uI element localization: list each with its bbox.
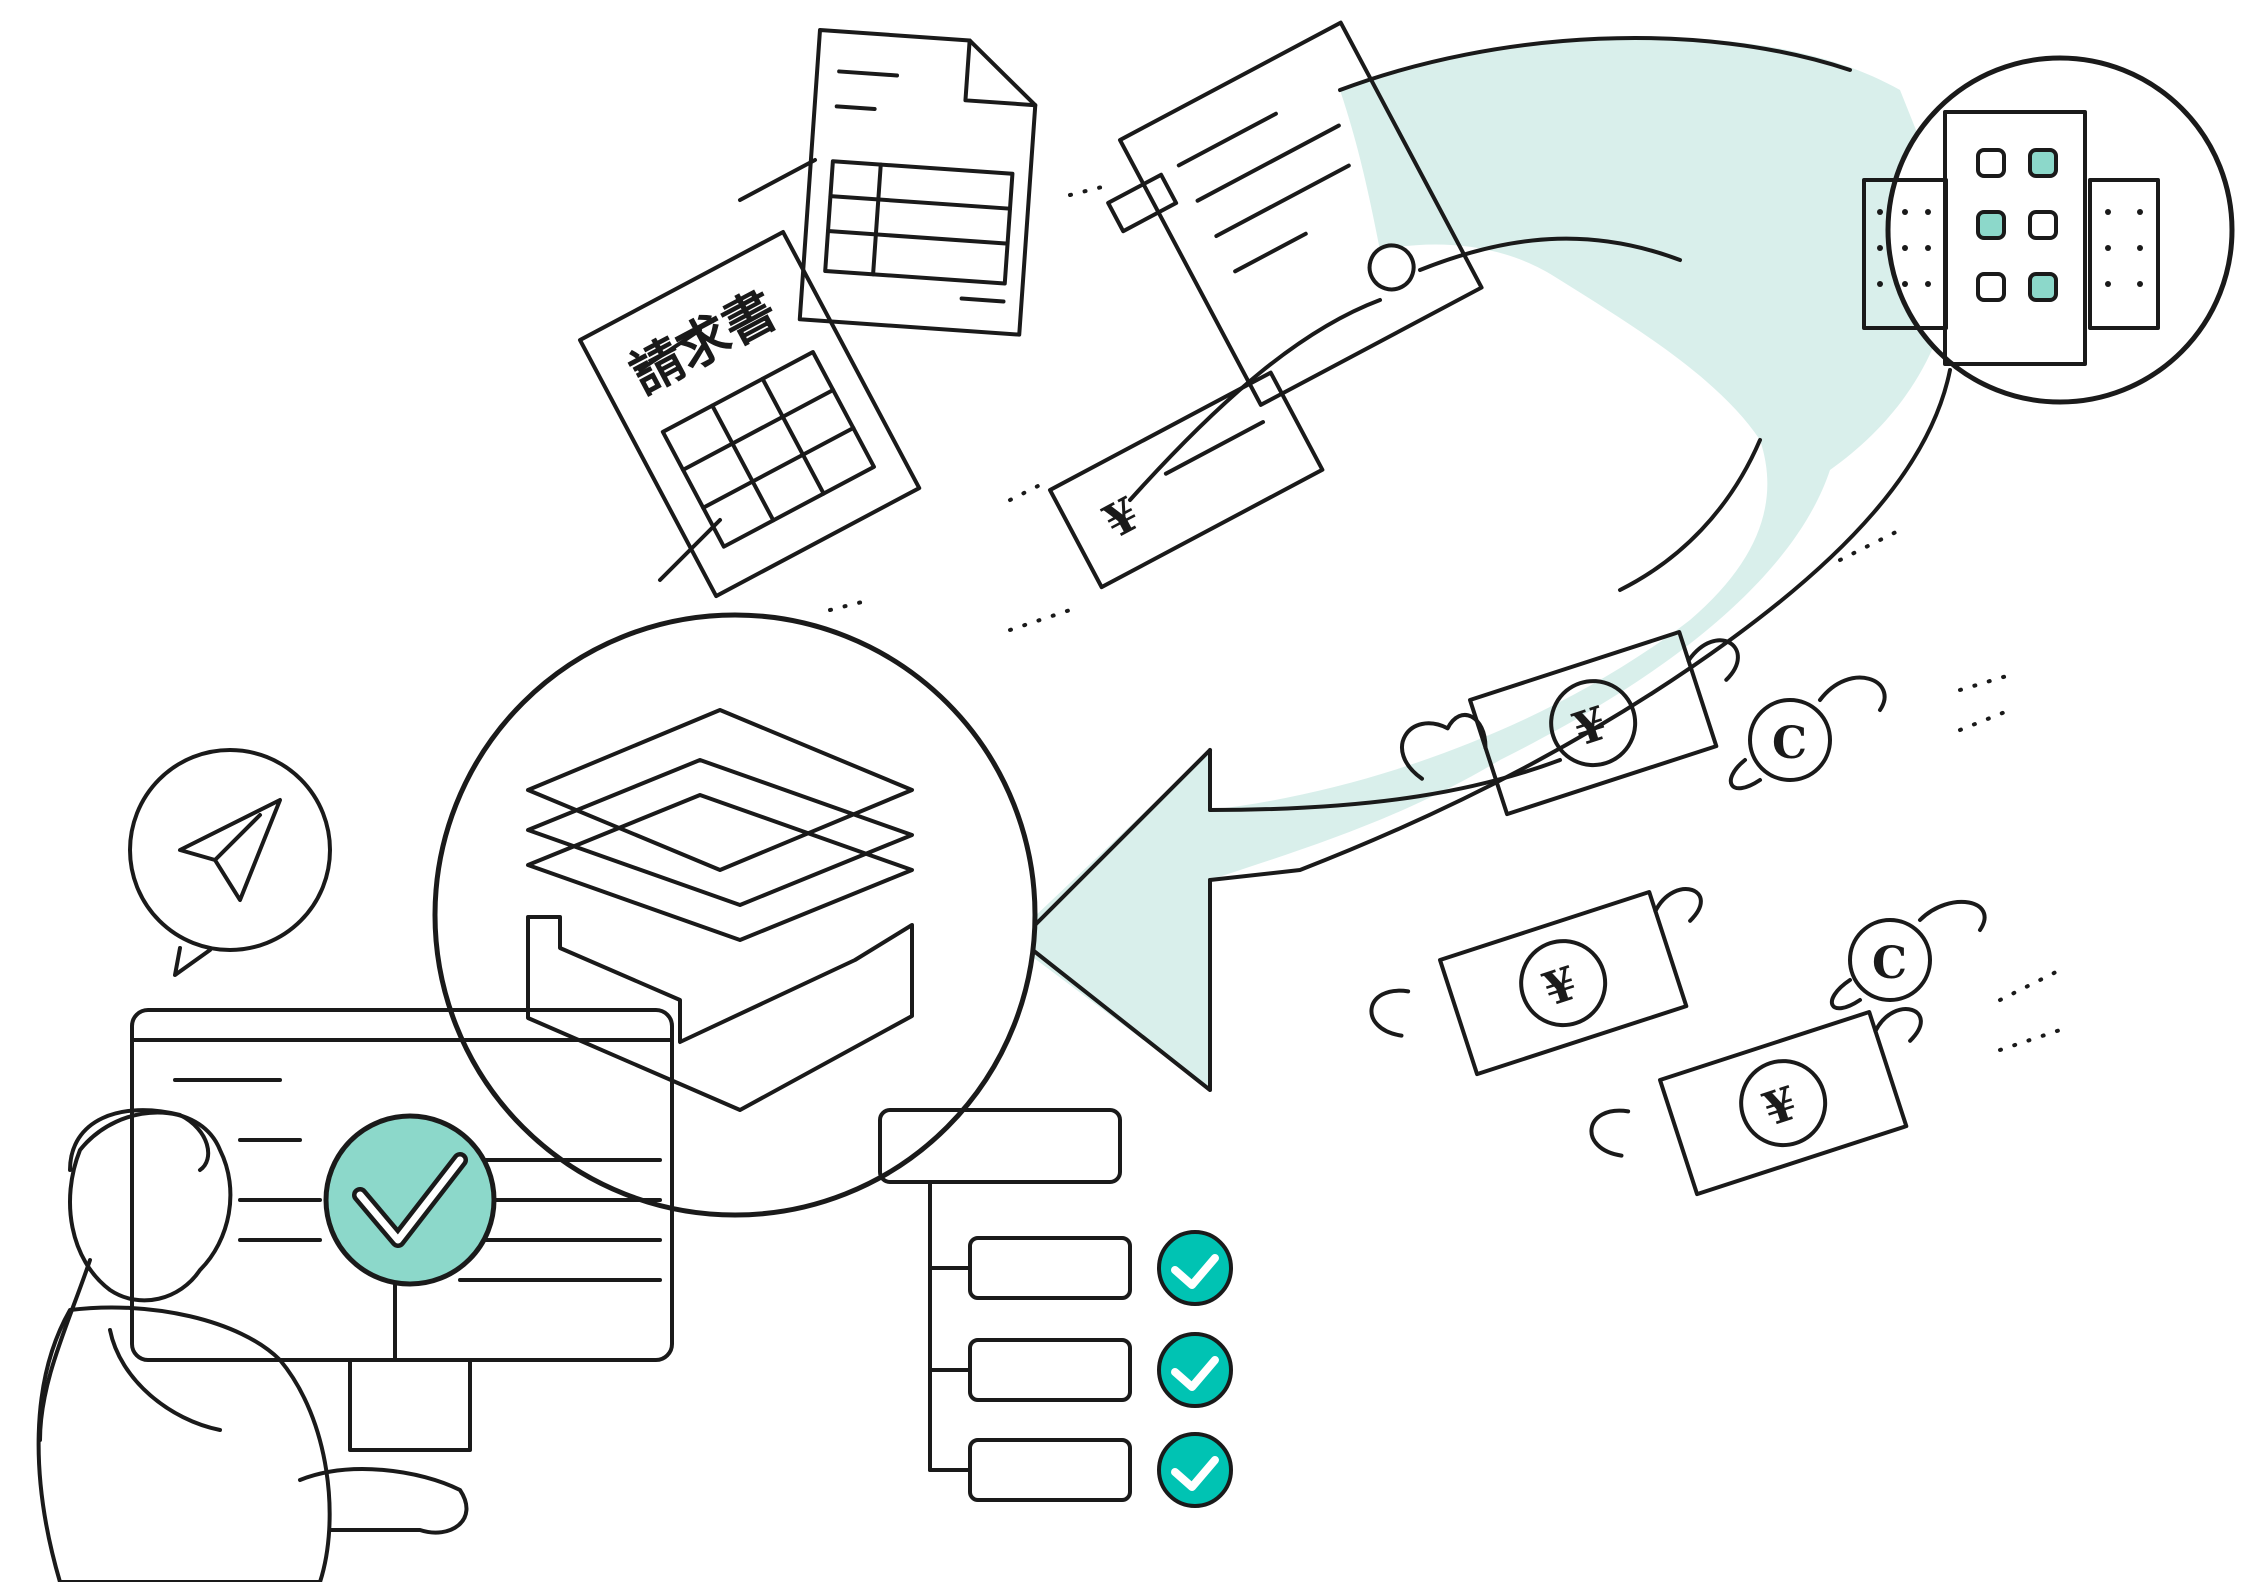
coin-symbol-1: C — [1772, 718, 1807, 769]
person-at-monitor — [36, 1008, 674, 1582]
yen-voucher-icon: ¥ — [1048, 370, 1325, 590]
check-badge-icon — [323, 1113, 497, 1362]
winged-coin-icon: C — [1728, 675, 1887, 791]
receipt-document-icon — [1106, 20, 1484, 407]
winged-yen-bill-icon: ¥ — [1589, 1007, 1923, 1197]
winged-coin-icon: C — [1829, 899, 1987, 1011]
check-circle-icon — [1157, 1432, 1233, 1508]
company-building-icon — [1862, 55, 2235, 405]
check-circle-icon — [1157, 1230, 1233, 1306]
motion-lines — [638, 158, 2062, 1052]
yen-symbol-bill-3: ¥ — [1756, 1076, 1803, 1137]
coin-symbol-2: C — [1872, 938, 1907, 989]
invoice-document-icon: 請求書 — [578, 230, 922, 599]
check-circle-icon — [1157, 1332, 1233, 1408]
hierarchy-tree-icon — [878, 1108, 1132, 1502]
yen-symbol-bill-2: ¥ — [1536, 956, 1583, 1017]
spreadsheet-document-icon — [797, 28, 1038, 337]
send-paper-plane-icon — [128, 748, 332, 977]
invoice-title: 請求書 — [621, 279, 787, 406]
data-box-stack-icon — [432, 612, 1038, 1218]
yen-symbol-bill-1: ¥ — [1566, 696, 1613, 757]
winged-yen-bill-icon: ¥ — [1369, 887, 1703, 1077]
circular-flow-arrow — [1010, 36, 1960, 1092]
yen-symbol: ¥ — [1095, 486, 1149, 549]
